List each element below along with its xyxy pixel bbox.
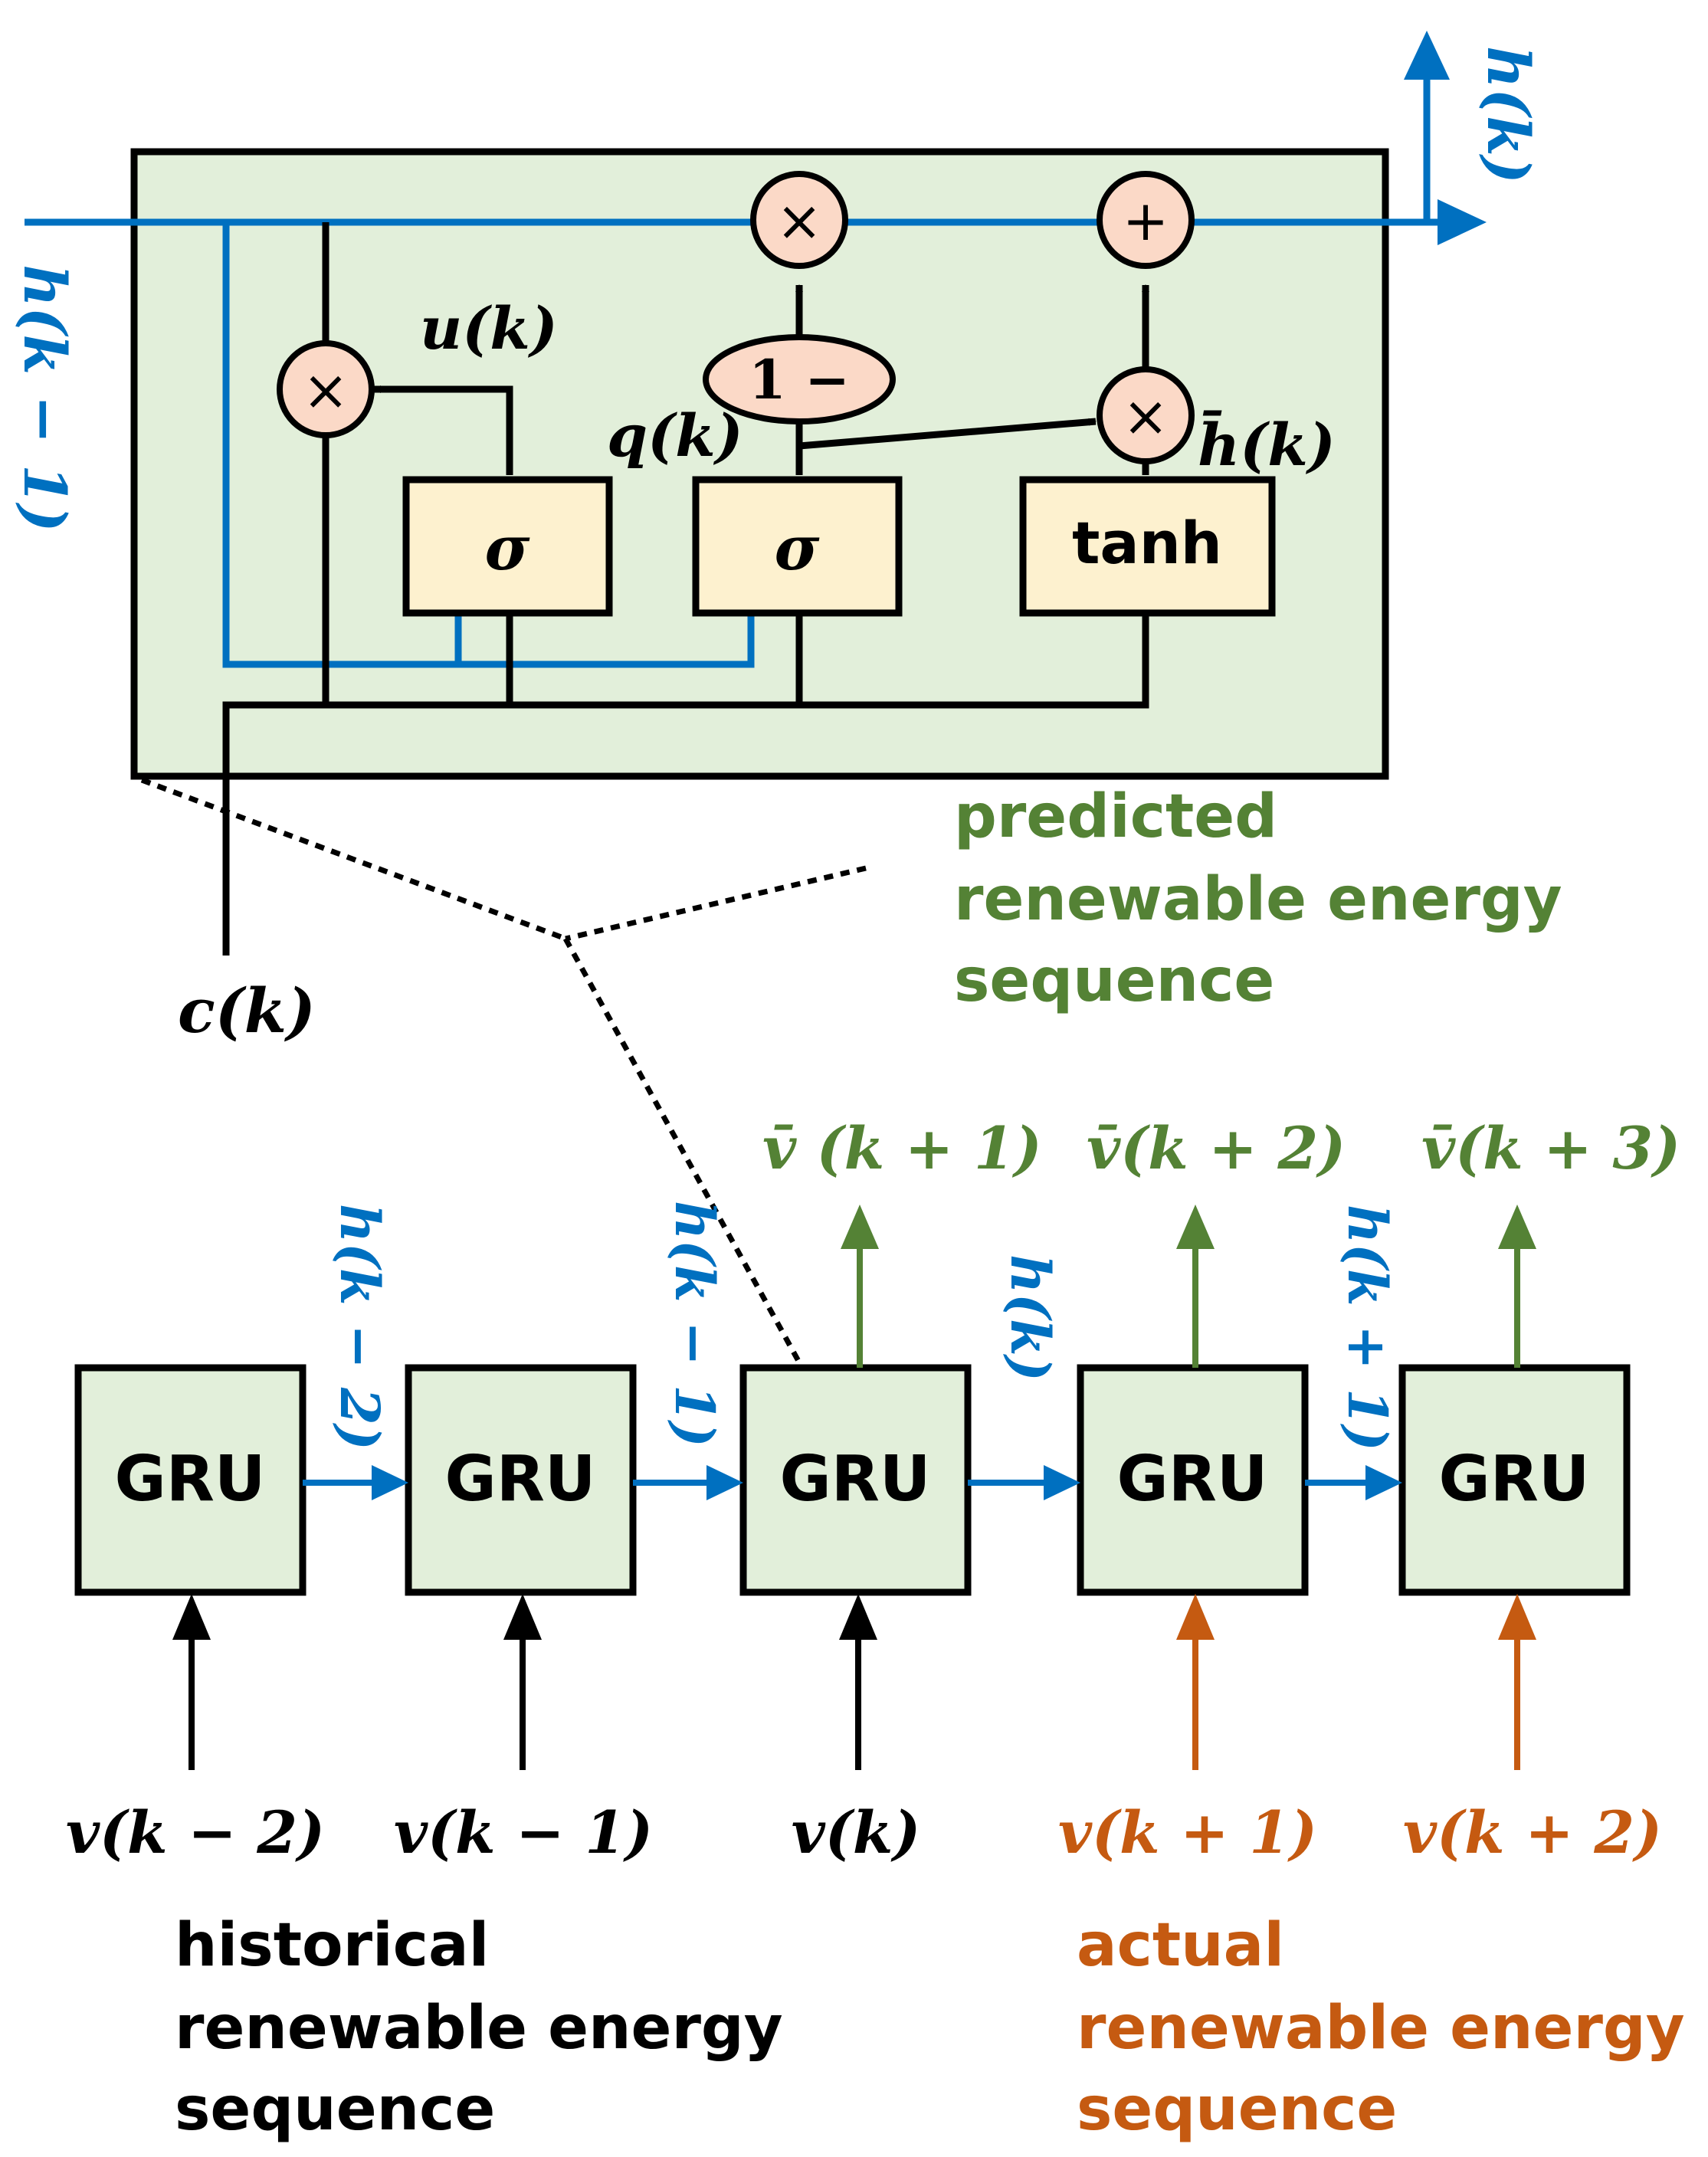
candidate-gate: tanh [1019, 476, 1276, 617]
output-label: v̄ (k + 1) [762, 1114, 1042, 1182]
candidate-multiply-op: × [1097, 366, 1195, 464]
gru-block: GRU [739, 1364, 972, 1596]
hidden-label: h(k − 2) [328, 1204, 392, 1451]
reset-gate-box [402, 476, 613, 617]
hidden-label: h(k + 1) [1336, 1205, 1399, 1451]
add-symbol: + [1123, 188, 1169, 253]
gru-block-label: GRU [779, 1443, 930, 1516]
input-wiring [222, 222, 1149, 956]
update-multiply-circle [750, 171, 848, 269]
gru-chain: GRU GRU GRU GRU GRU h [66, 1114, 1680, 1867]
historical-caption-line-1: historical [175, 1911, 489, 1980]
update-multiply-op: × [750, 171, 848, 269]
output-label: v̄(k + 3) [1421, 1114, 1680, 1182]
candidate-multiply-symbol: × [1123, 384, 1169, 448]
one-minus-symbol: 1 − [749, 348, 850, 411]
gru-block-label: GRU [444, 1443, 595, 1516]
output-arrowhead [841, 1205, 879, 1249]
hidden-arrowhead [706, 1465, 743, 1500]
zoom-line-left [140, 777, 567, 942]
hidden-arrowhead [1044, 1465, 1080, 1500]
one-minus-ellipse [703, 334, 896, 425]
update-gate-label: σ [775, 512, 820, 584]
historical-caption-line-2: renewable energy [175, 1994, 783, 2063]
candidate-gate-label: tanh [1072, 509, 1222, 577]
input-label: v(k + 2) [1403, 1798, 1662, 1867]
gru-block-box [405, 1364, 637, 1596]
reset-multiply-circle [277, 340, 375, 438]
zoom-line-right [565, 865, 867, 942]
gru-cell-detail: × × + × 1 − σ σ tanh [11, 31, 1542, 1047]
reset-gate-label: σ [485, 512, 530, 584]
hidden-state-wiring [25, 61, 1441, 668]
predicted-caption-line-1: predicted [954, 782, 1277, 851]
historical-caption: historical renewable energy sequence [175, 1911, 783, 2144]
gru-block-box [1077, 1364, 1309, 1596]
input-label: v(k) [792, 1798, 921, 1867]
cell-label-q: q(k) [607, 402, 743, 470]
cell-label-u: u(k) [420, 294, 558, 362]
candidate-gate-box [1019, 476, 1276, 617]
input-arrowhead [172, 1594, 211, 1640]
hidden-label: h(k − 1) [663, 1201, 726, 1447]
hidden-out-arrowhead [1438, 199, 1487, 245]
add-op: + [1097, 171, 1195, 269]
cell-label-h-prev: h(k − 1) [11, 264, 79, 532]
input-label: v(k − 1) [394, 1798, 653, 1867]
actual-input-arrows [1176, 1594, 1536, 1770]
update-gate: σ [692, 476, 903, 617]
actual-caption-line-3: sequence [1077, 2075, 1397, 2144]
reset-multiply-symbol: × [303, 358, 349, 422]
reset-gate-to-multiply-line [373, 385, 513, 475]
hidden-up-arrowhead [1404, 31, 1450, 80]
gru-block-label: GRU [114, 1443, 265, 1516]
input-arrowhead [839, 1594, 877, 1640]
input-label: v(k − 2) [66, 1798, 325, 1867]
update-gate-box [692, 476, 903, 617]
input-arrowhead [503, 1594, 542, 1640]
input-bus-line [222, 613, 1149, 956]
zoom-line-down [562, 937, 831, 1415]
output-arrowhead [1498, 1205, 1536, 1249]
gru-block-box [74, 1364, 307, 1596]
cell-label-h-out: h(k) [1474, 46, 1542, 184]
predicted-caption: predicted renewable energy sequence [954, 782, 1562, 1015]
gru-block: GRU [74, 1364, 307, 1596]
actual-caption-line-1: actual [1077, 1911, 1284, 1980]
zoom-connector [140, 777, 867, 1415]
hidden-arrows [303, 1465, 1402, 1500]
input-arrowhead [1498, 1594, 1536, 1640]
output-label: v̄(k + 2) [1087, 1114, 1346, 1182]
add-circle [1097, 171, 1195, 269]
hidden-label: h(k) [998, 1254, 1062, 1382]
cell-label-c: c(k) [178, 975, 316, 1047]
gru-block-label: GRU [1116, 1443, 1267, 1516]
gru-block: GRU [405, 1364, 637, 1596]
cell-label-hbar: h̄(k) [1198, 409, 1336, 479]
one-minus-op: 1 − [703, 334, 896, 425]
gru-block-label: GRU [1438, 1443, 1589, 1516]
actual-caption: actual renewable energy sequence [1077, 1911, 1685, 2144]
update-multiply-symbol: × [776, 188, 822, 253]
predicted-caption-line-3: sequence [954, 946, 1274, 1015]
gru-block: GRU [1077, 1364, 1309, 1596]
reset-gate: σ [402, 476, 613, 617]
hidden-arrowhead [1365, 1465, 1402, 1500]
actual-caption-line-2: renewable energy [1077, 1994, 1685, 2063]
gru-block: GRU [1398, 1364, 1631, 1596]
update-to-candidate-multiply-line [798, 418, 1097, 450]
input-arrowhead [1176, 1594, 1215, 1640]
input-label: v(k + 1) [1058, 1798, 1317, 1867]
predicted-caption-line-2: renewable energy [954, 865, 1562, 934]
reset-multiply-op: × [277, 340, 375, 438]
historical-input-arrows [172, 1594, 877, 1770]
hidden-to-gates-line [222, 222, 755, 668]
candidate-multiply-circle [1097, 366, 1195, 464]
hidden-arrowhead [372, 1465, 408, 1500]
output-arrowhead [1176, 1205, 1215, 1249]
historical-caption-line-3: sequence [175, 2075, 495, 2144]
output-arrows [841, 1205, 1536, 1368]
